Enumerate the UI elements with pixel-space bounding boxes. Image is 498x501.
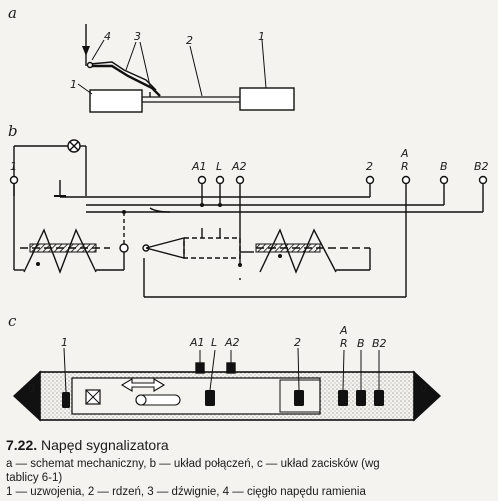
terminal-1-label: 1: [10, 160, 17, 173]
coil-block-right: [239, 87, 295, 111]
c-terminal-A-label: A: [339, 324, 348, 337]
section-c-label: c: [8, 312, 17, 330]
c-terminal-1-label: 1: [61, 336, 68, 349]
terminal-layout-c: [12, 362, 442, 422]
label-coil-1-right: 1: [258, 30, 265, 43]
terminal-A2-label: A2: [231, 160, 247, 173]
caption-line-3: 1 — uzwojenia, 2 — rdzeń, 3 — dźwignie, …: [6, 486, 366, 498]
section-b-label: b: [8, 122, 18, 140]
c-terminal-B2-label: B2: [372, 337, 387, 350]
c-terminal-A1-label: A1: [189, 336, 205, 349]
label-levers-3: 3: [134, 30, 141, 43]
c-terminal-B-label: B: [357, 337, 365, 350]
label-coil-1-left: 1: [70, 78, 77, 91]
label-core-2: 2: [186, 34, 193, 47]
c-terminal-L-label: L: [211, 336, 217, 349]
terminal-A-label: A: [400, 147, 409, 160]
label-rod-4: 4: [104, 30, 111, 43]
c-terminal-R-label: R: [340, 337, 348, 350]
schematic-drawing: a b c 4 3 2 1 1 1 A1 L A2 2 A R B B2 1 A…: [8, 4, 489, 422]
terminal-R-label: R: [401, 160, 409, 173]
coil-block-left: [89, 89, 143, 113]
mechanical-diagram-a: [77, 24, 295, 113]
terminal-L-label: L: [216, 160, 222, 173]
figure-title: Napęd sygnalizatora: [41, 437, 169, 453]
caption-line-1: a — schemat mechaniczny, b — układ połąc…: [6, 458, 380, 470]
figure-number: 7.22.: [6, 437, 38, 453]
zero-left-label: 0: [28, 382, 35, 395]
zero-right-label: 0: [420, 382, 427, 395]
terminal-2-label: 2: [366, 160, 373, 173]
terminal-A1-label: A1: [191, 160, 207, 173]
terminal-B2-label: B2: [474, 160, 489, 173]
terminal-B-label: B: [440, 160, 448, 173]
caption-title: 7.22. Napęd sygnalizatora: [6, 437, 169, 453]
section-a-label: a: [8, 4, 17, 22]
caption-line-2: tablicy 6-1): [6, 472, 63, 484]
c-terminal-2-label: 2: [294, 336, 301, 349]
wiring-diagram-b: [13, 139, 484, 298]
c-terminal-A2-label: A2: [224, 336, 240, 349]
